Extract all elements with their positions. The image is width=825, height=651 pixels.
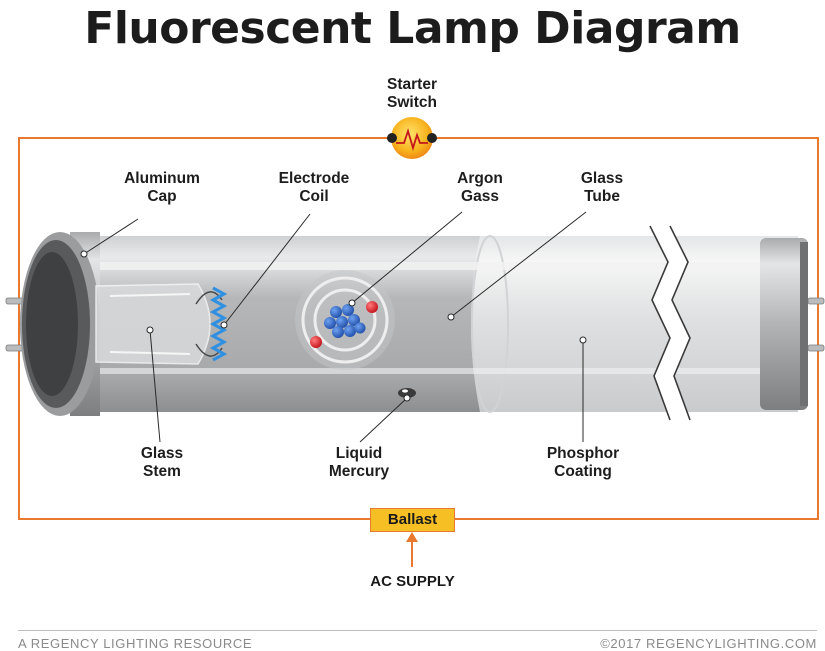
aluminum-cap [20, 232, 100, 416]
ac-supply-label: AC SUPPLY [370, 573, 455, 590]
glass-stem [95, 283, 223, 365]
tube-break [649, 225, 691, 421]
ac-supply-arrowhead [406, 532, 418, 542]
argon-atom [295, 270, 395, 370]
right-cap [760, 238, 808, 410]
footer-right: ©2017 REGENCYLIGHTING.COM [600, 636, 817, 651]
page-title: Fluorescent Lamp Diagram [84, 3, 741, 54]
footer-divider [18, 630, 817, 631]
mercury-droplet [398, 388, 416, 398]
footer-left: A REGENCY LIGHTING RESOURCE [18, 636, 253, 651]
leader-lines [80, 211, 587, 443]
electrode-coil [209, 286, 228, 362]
starter-switch-icon [387, 117, 437, 159]
ballast-box: Ballast [370, 508, 455, 532]
